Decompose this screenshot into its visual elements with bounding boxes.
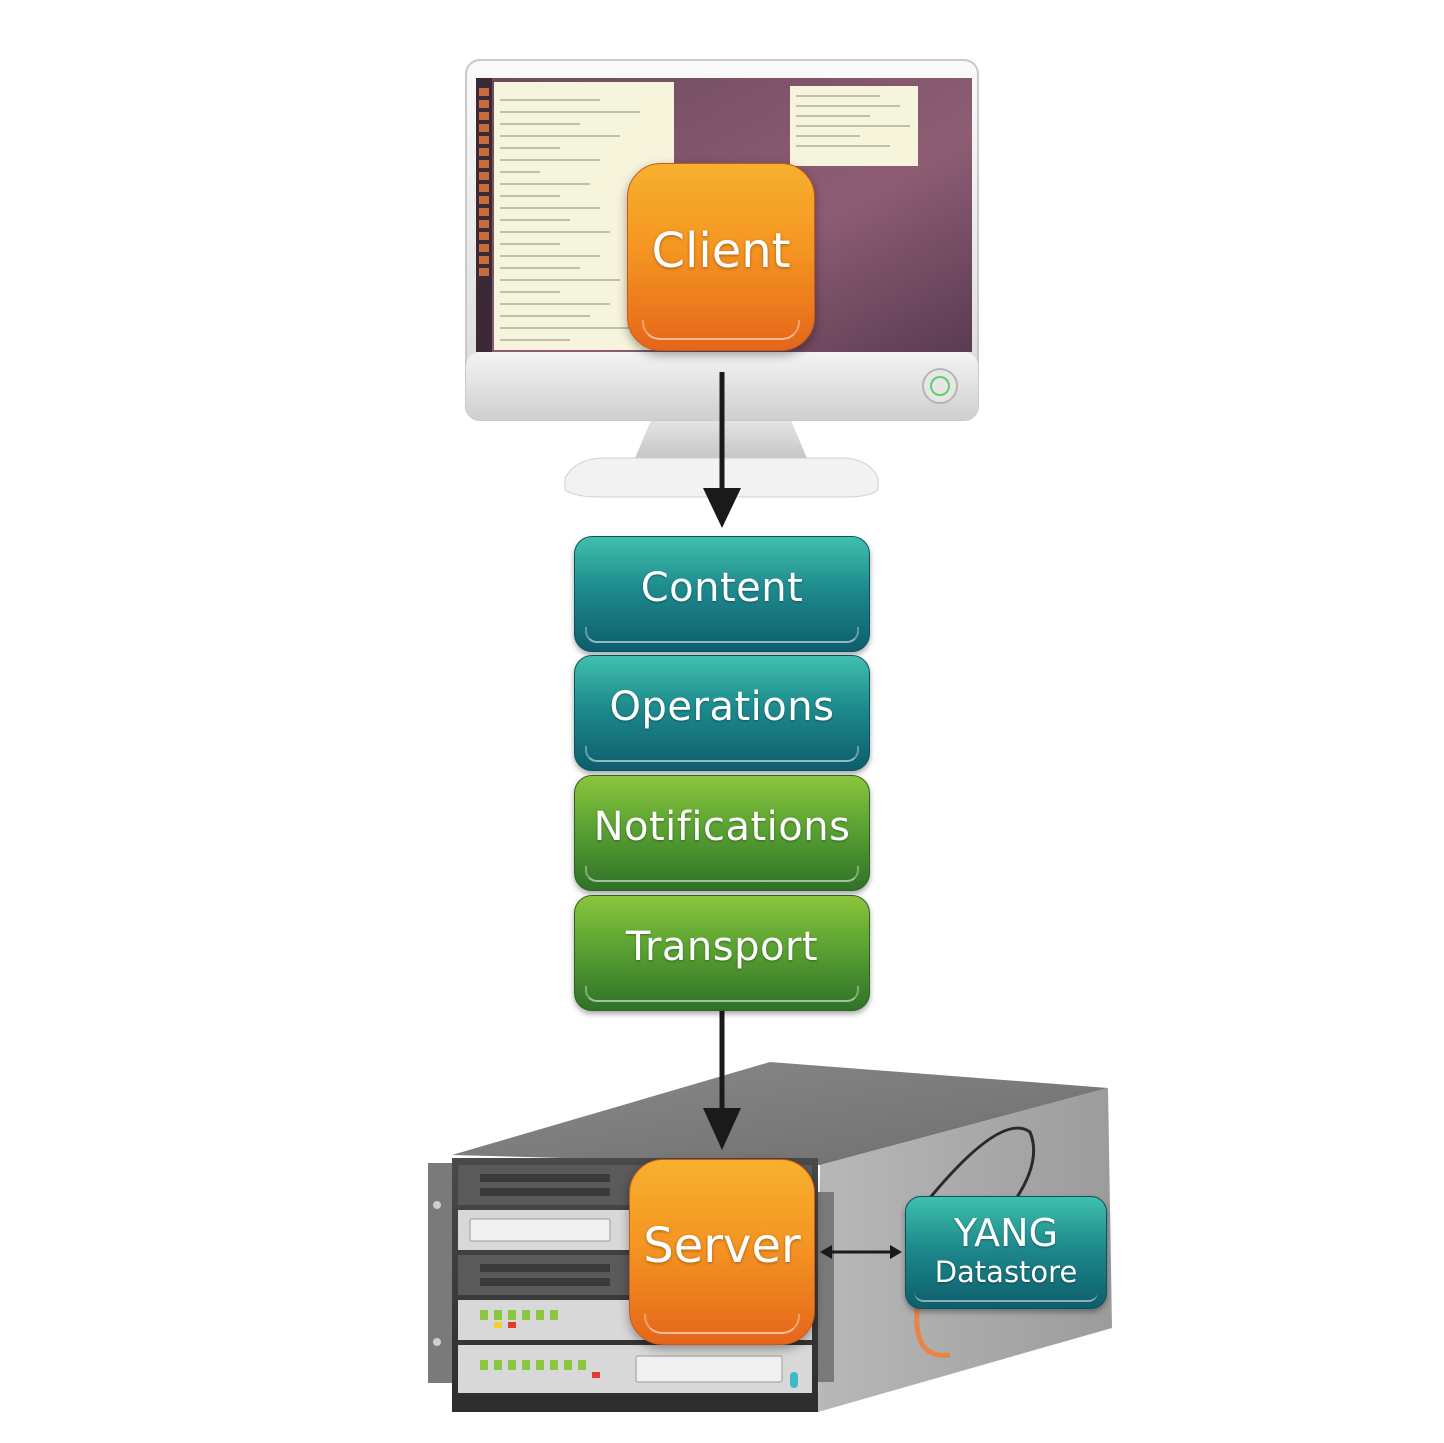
client-to-content-arrowhead (703, 488, 741, 528)
server-node: Server (629, 1159, 815, 1345)
server-label: Server (643, 1218, 801, 1274)
layer-content-label: Content (640, 565, 804, 611)
layer-transport-label: Transport (625, 924, 819, 970)
layer-transport: Transport (574, 895, 870, 1011)
yang-datastore-node: YANG Datastore (905, 1196, 1107, 1309)
client-label: Client (651, 223, 791, 279)
layer-content: Content (574, 536, 870, 652)
client-node: Client (627, 163, 815, 351)
layer-notifications: Notifications (574, 775, 870, 891)
server-datastore-arrowhead-left (820, 1245, 832, 1259)
transport-to-server-arrowhead (703, 1108, 741, 1150)
yang-datastore-title: YANG (953, 1210, 1059, 1255)
layer-operations-label: Operations (609, 684, 835, 730)
server-datastore-arrowhead-right (890, 1245, 902, 1259)
layer-operations: Operations (574, 655, 870, 771)
layer-notifications-label: Notifications (593, 804, 851, 850)
yang-datastore-subtitle: Datastore (934, 1254, 1078, 1289)
